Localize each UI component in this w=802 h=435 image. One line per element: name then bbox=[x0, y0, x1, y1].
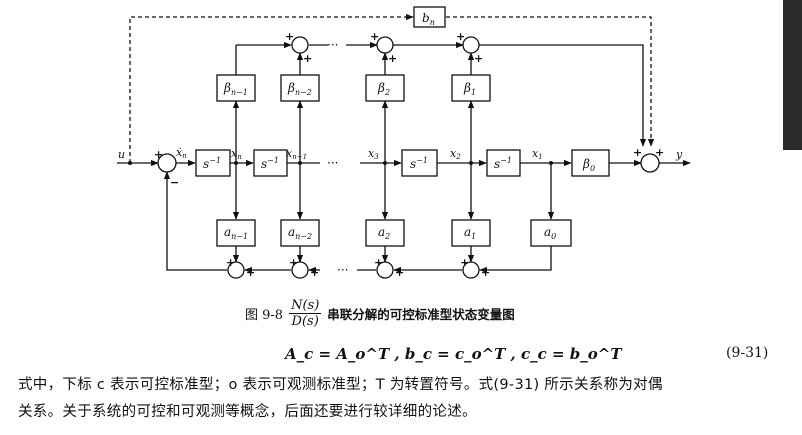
fraction-numerator: N(s) bbox=[289, 298, 322, 314]
sign-minus: − bbox=[170, 176, 179, 189]
block-a-1 bbox=[451, 219, 491, 247]
sign-plus: + bbox=[460, 256, 469, 269]
output-summer bbox=[640, 153, 660, 173]
label-beta-1: β1 bbox=[463, 81, 476, 97]
label-a-0: a0 bbox=[544, 225, 556, 241]
signal-xn-dot-label: ẋn bbox=[176, 146, 187, 160]
figure-title: 串联分解的可控标准型状态变量图 bbox=[327, 307, 515, 322]
sign-plus: + bbox=[246, 266, 255, 279]
top-summer-3 bbox=[462, 36, 480, 54]
sign-plus: + bbox=[395, 266, 404, 279]
label-integrator-1: s−1 bbox=[203, 156, 221, 171]
side-panel-edge bbox=[783, 0, 802, 150]
signal-x2-label: x2 bbox=[450, 147, 461, 161]
block-integrator-4 bbox=[486, 149, 521, 177]
transfer-function-fraction: N(s) D(s) bbox=[289, 298, 322, 329]
block-beta-n-2 bbox=[280, 74, 320, 102]
ellipsis-top: ··· bbox=[327, 38, 338, 52]
equation-text: A_c = A_o^T , b_c = c_o^T , c_c = b_o^T bbox=[285, 345, 622, 363]
label-a-n-1: an−1 bbox=[224, 225, 248, 241]
label-a-2: a2 bbox=[378, 225, 390, 241]
label-a-n-2: an−2 bbox=[288, 225, 312, 241]
paragraph-line-1: 式中，下标 c 表示可控标准型；o 表示可观测标准型；T 为转置符号。式(9-3… bbox=[18, 377, 663, 393]
equation-number: (9-31) bbox=[726, 345, 769, 361]
bottom-summer-3 bbox=[376, 261, 394, 279]
paragraph-line-2: 关系。关于系统的可控和可观测等概念，后面还要进行较详细的论述。 bbox=[18, 404, 477, 420]
block-integrator-1 bbox=[195, 149, 231, 177]
figure-number: 图 9-8 bbox=[245, 308, 284, 323]
label-integrator-4: s−1 bbox=[494, 156, 512, 171]
bottom-summer-4 bbox=[462, 261, 480, 279]
label-beta-n-1: βn−1 bbox=[223, 81, 248, 97]
label-integrator-2: s−1 bbox=[261, 156, 279, 171]
label-beta-0: β0 bbox=[582, 157, 595, 173]
bottom-summer-2 bbox=[291, 261, 309, 279]
sign-plus: + bbox=[456, 30, 465, 43]
label-beta-2: β2 bbox=[377, 81, 390, 97]
sign-plus: + bbox=[374, 256, 383, 269]
fraction-denominator: D(s) bbox=[291, 314, 319, 329]
ellipsis-bottom: ··· bbox=[337, 263, 348, 277]
equation-9-31: A_c = A_o^T , b_c = c_o^T , c_c = b_o^T bbox=[285, 345, 622, 363]
input-summer bbox=[157, 153, 177, 173]
state-variable-diagram: bn βn−1 βn−2 β2 β1 β0 s−1 s−1 s−1 s−1 an… bbox=[117, 6, 691, 279]
sign-plus: + bbox=[474, 52, 483, 65]
block-a-0 bbox=[530, 219, 572, 247]
sign-plus: + bbox=[633, 146, 642, 159]
signal-x1-label: x1 bbox=[532, 147, 543, 161]
ellipsis-middle: ··· bbox=[327, 156, 338, 170]
top-summer-1 bbox=[291, 36, 309, 54]
sign-plus: + bbox=[285, 30, 294, 43]
block-beta-1 bbox=[451, 74, 491, 102]
block-integrator-3 bbox=[401, 149, 438, 177]
figure-caption: 图 9-8 N(s) D(s) 串联分解的可控标准型状态变量图 bbox=[245, 298, 515, 329]
sign-plus: + bbox=[370, 30, 379, 43]
sign-plus: + bbox=[655, 146, 664, 159]
block-beta-0 bbox=[571, 149, 610, 177]
sign-plus: + bbox=[303, 52, 312, 65]
block-a-n-2 bbox=[280, 219, 320, 247]
signal-xn-1-label: xn−1 bbox=[286, 147, 307, 161]
signal-y-label: y bbox=[675, 148, 683, 161]
sign-plus: + bbox=[226, 256, 235, 269]
sign-plus: + bbox=[310, 266, 319, 279]
sign-plus: + bbox=[481, 266, 490, 279]
signal-u-label: u bbox=[118, 148, 125, 161]
signal-xn-label: xn bbox=[231, 147, 242, 161]
block-a-n-1 bbox=[216, 219, 256, 247]
block-beta-2 bbox=[365, 74, 405, 102]
label-bn: bn bbox=[422, 11, 435, 27]
block-a-2 bbox=[365, 219, 405, 247]
sign-plus: + bbox=[289, 256, 298, 269]
sign-plus: + bbox=[388, 52, 397, 65]
signal-x3-label: x3 bbox=[368, 147, 379, 161]
block-beta-n-1 bbox=[216, 74, 256, 102]
block-bn bbox=[413, 6, 446, 28]
bottom-summer-1 bbox=[227, 261, 245, 279]
sign-plus: + bbox=[154, 148, 163, 161]
label-a-1: a1 bbox=[464, 225, 476, 241]
label-integrator-3: s−1 bbox=[410, 156, 428, 171]
label-beta-n-2: βn−2 bbox=[287, 81, 312, 97]
top-summer-2 bbox=[376, 36, 394, 54]
block-integrator-2 bbox=[253, 149, 288, 177]
